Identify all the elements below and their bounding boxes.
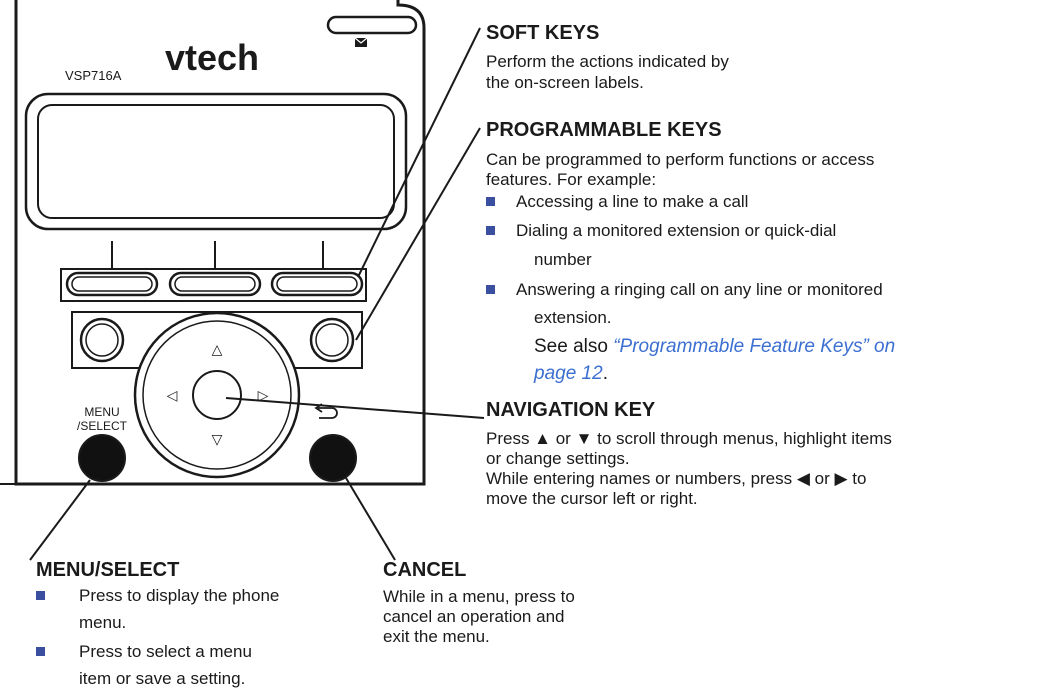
navigation-key-desc-line1: Press ▲ or ▼ to scroll through menus, hi… [486,429,892,448]
bullet-text: Dialing a monitored extension or quick-d… [516,221,837,240]
soft-keys-desc-line2: the on-screen labels. [486,73,644,92]
bullet-text: Press to display the phone [79,586,280,605]
model-label: VSP716A [65,68,122,83]
menu-select-title: MENU/SELECT [36,559,180,581]
programmable-key-right[interactable] [309,317,355,363]
menu-select-leader-line [29,479,91,561]
programmable-keys-title: PROGRAMMABLE KEYS [486,119,722,141]
soft-keys-title: SOFT KEYS [486,22,600,44]
bullet-square-icon [486,285,495,294]
message-indicator-slot [326,15,418,35]
navigation-key-desc-line2: or change settings. [486,449,630,468]
bullet-square-icon [486,197,495,206]
menu-select-bullet-1-cont: menu. [79,613,127,632]
nav-down-arrow-icon: ▽ [212,432,223,448]
soft-key-middle[interactable] [168,271,262,297]
programmable-key-left[interactable] [79,317,125,363]
bullet-text: Accessing a line to make a call [516,192,749,211]
menu-key-label-line1: MENU [84,405,119,419]
see-also-suffix: . [602,363,608,384]
navigation-center-button[interactable] [192,370,242,420]
nav-right-arrow-icon: ▷ [258,388,269,404]
cancel-desc-line1: While in a menu, press to [383,587,575,606]
cancel-title: CANCEL [383,559,467,581]
programmable-keys-desc-line2: features. For example: [486,170,657,189]
navigation-key[interactable] [133,311,301,479]
see-also-line: See also “Programmable Feature Keys” on [534,336,895,358]
cancel-key[interactable] [309,434,357,482]
nav-left-arrow-icon: ◁ [167,388,178,404]
bullet-square-icon [36,647,45,656]
programmable-keys-bullet-2-cont: number [534,250,592,269]
phone-body-outline [14,0,426,486]
see-also-line-2: page 12. [534,363,608,385]
soft-keys-leader-line [357,27,481,278]
navigation-key-leader-line [225,397,485,419]
menu-select-bullet-2-cont: item or save a setting. [79,669,246,688]
nav-up-arrow-icon: △ [212,342,223,358]
menu-key-label-line2: /SELECT [77,419,128,433]
cancel-desc-line3: exit the menu. [383,627,490,646]
menu-select-key[interactable] [78,434,126,482]
cancel-leader-line [345,477,396,561]
message-waiting-icon [354,37,368,47]
display-screen [37,104,395,219]
bullet-square-icon [36,591,45,600]
programmable-keys-leader-line [355,127,481,341]
soft-keys-outline-box [60,268,367,302]
bullet-square-icon [486,226,495,235]
soft-key-left[interactable] [65,271,159,297]
programmable-keys-bullet-3-cont: extension. [534,308,612,327]
navigation-key-title: NAVIGATION KEY [486,399,656,421]
bullet-text: Answering a ringing call on any line or … [516,280,883,299]
cancel-desc-line2: cancel an operation and [383,607,565,626]
display-bezel [24,92,408,231]
programmable-keys-desc-line1: Can be programmed to perform functions o… [486,150,875,169]
see-also-prefix: See also [534,336,614,357]
bullet-text: Press to select a menu [79,642,252,661]
brand-logo: vtech [165,37,259,78]
see-also-page-link[interactable]: page 12 [534,363,603,384]
navigation-key-desc-line3: While entering names or numbers, press ◀… [486,469,867,488]
soft-keys-desc-line1: Perform the actions indicated by [486,52,729,71]
see-also-link[interactable]: “Programmable Feature Keys” on [613,336,896,357]
soft-key-right[interactable] [270,271,364,297]
navigation-key-desc-line4: move the cursor left or right. [486,489,698,508]
